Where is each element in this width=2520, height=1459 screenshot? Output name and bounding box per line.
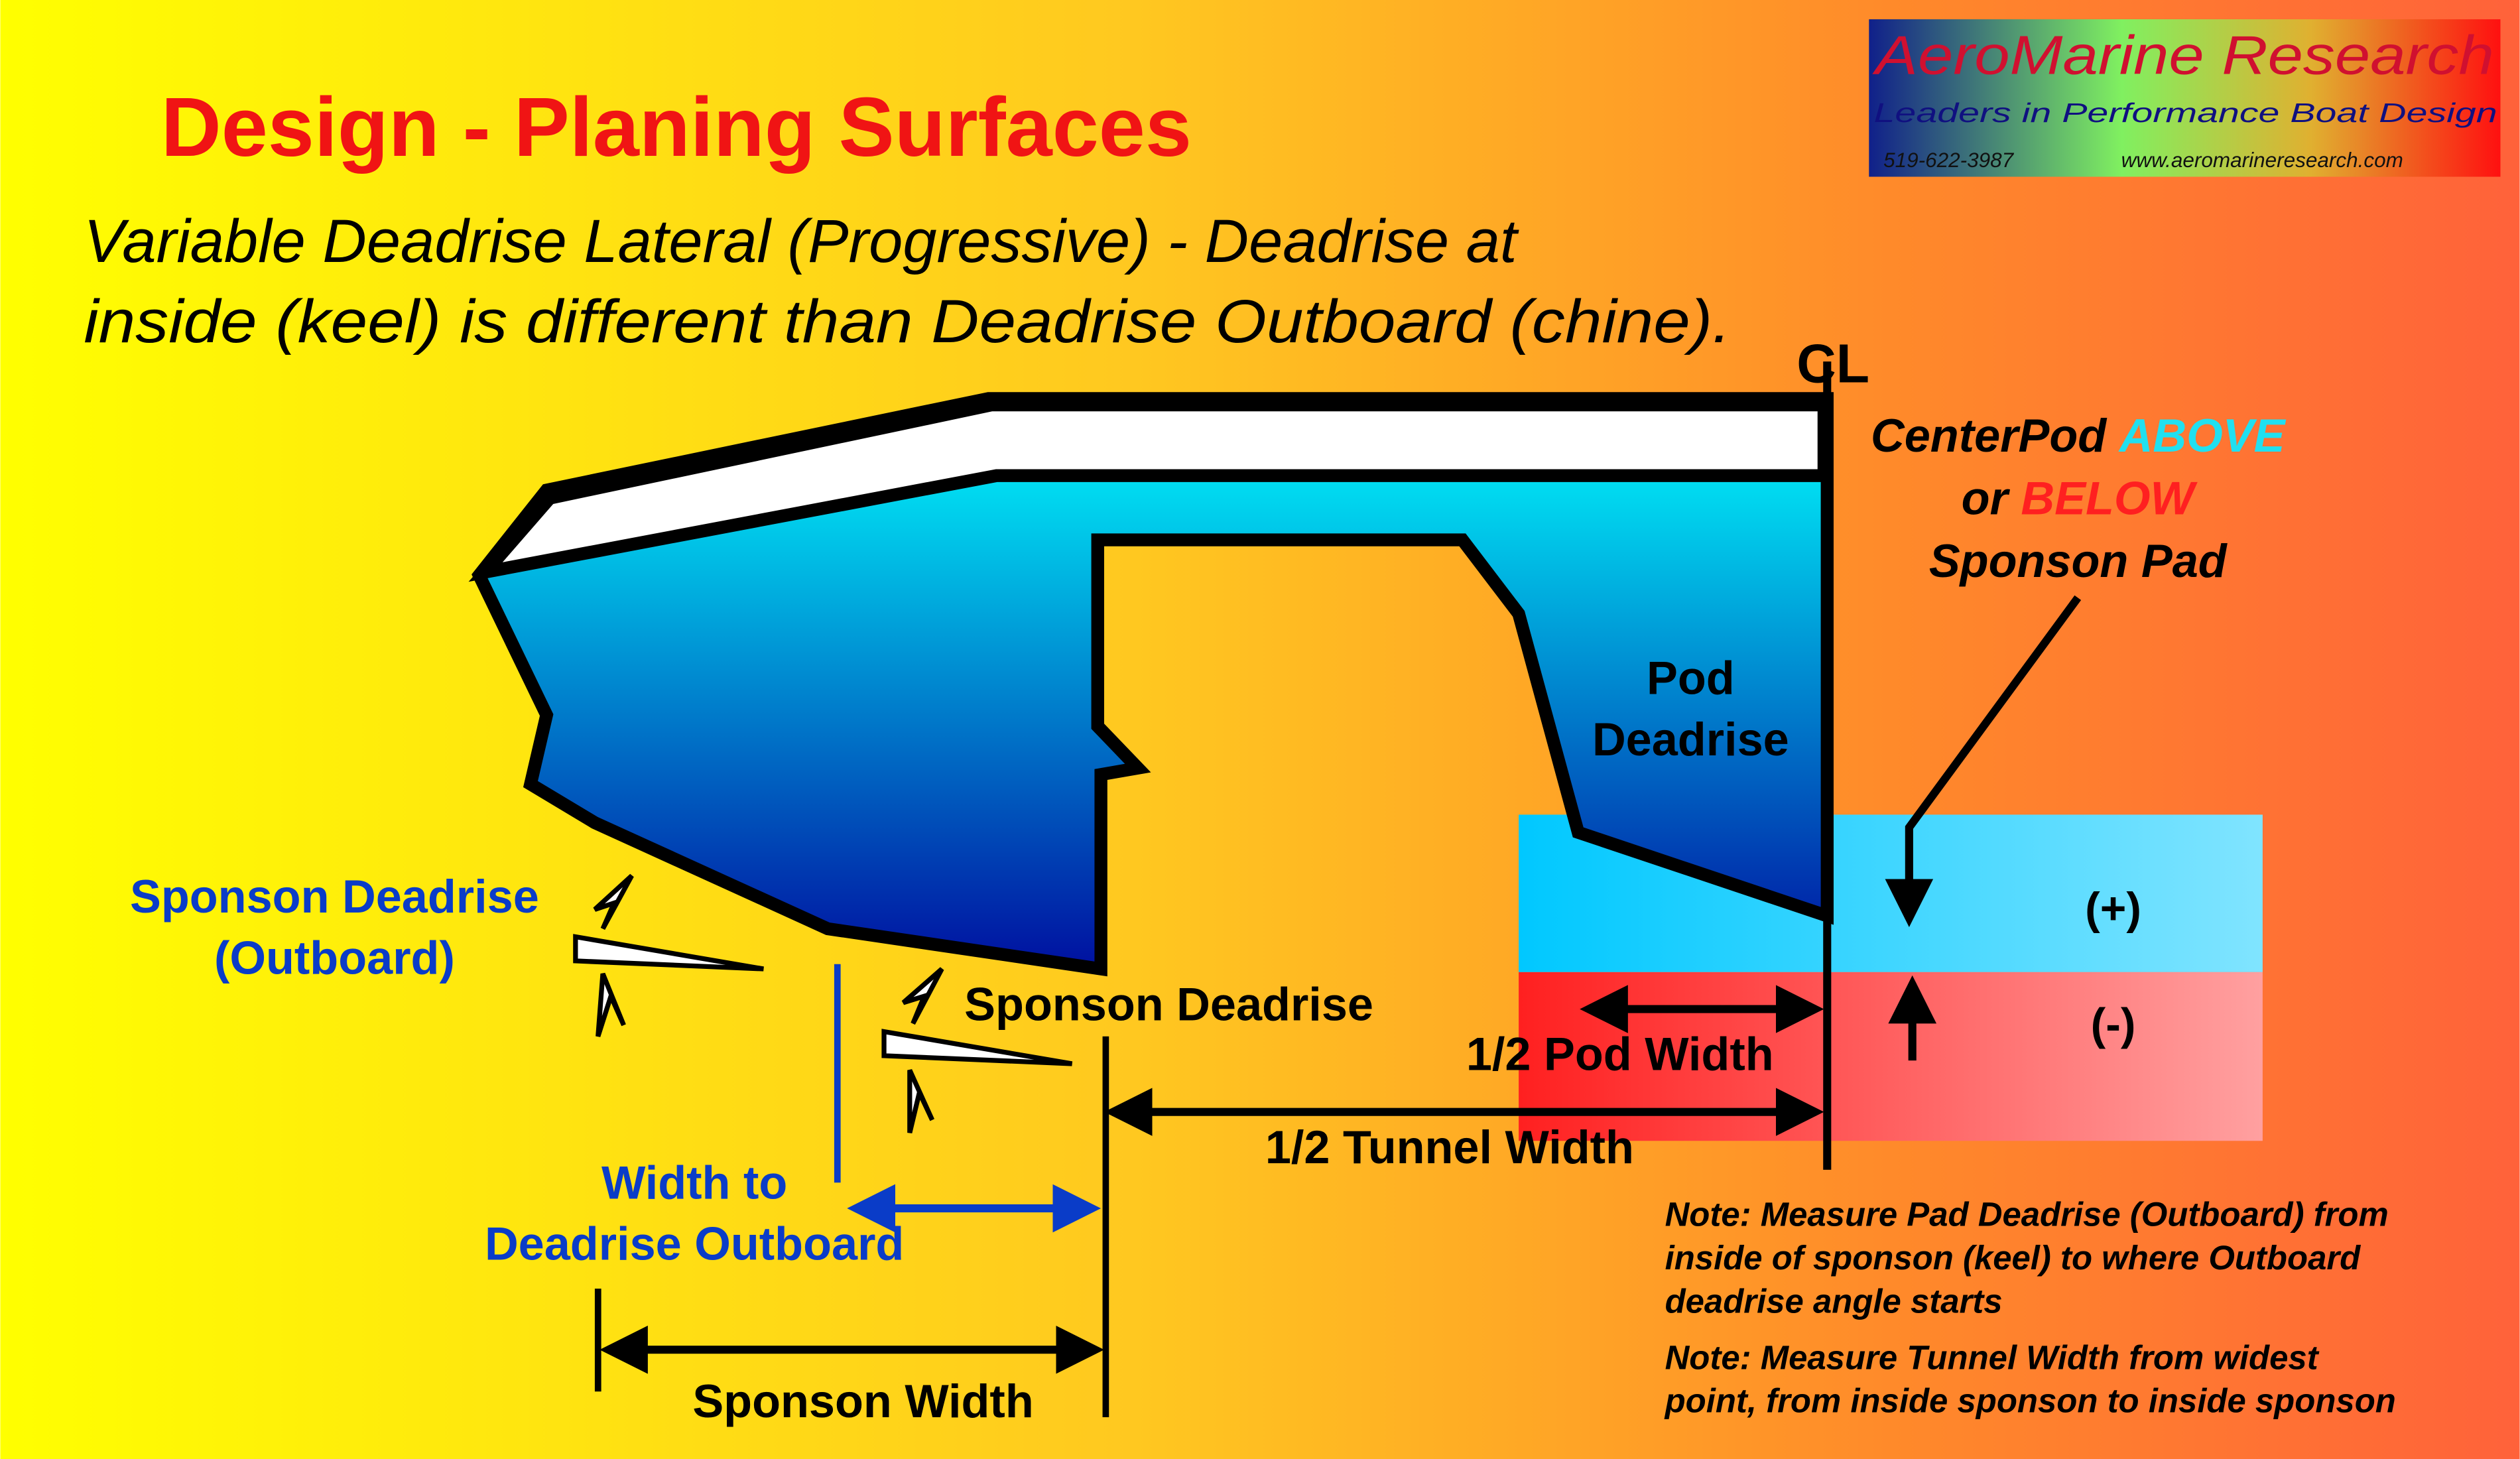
svg-text:deadrise angle starts: deadrise angle starts (1665, 1283, 2003, 1320)
pointer-arrow (1885, 595, 2082, 928)
half-tunnel-width-label: 1/2 Tunnel Width (1265, 1121, 1634, 1173)
sponson-deadrise-outboard-label-2: (Outboard) (214, 931, 455, 983)
half-pod-width-label: 1/2 Pod Width (1466, 1028, 1774, 1080)
note-pad-deadrise: Note: Measure Pad Deadrise (Outboard) fr… (1665, 1196, 2389, 1320)
outboard-deadrise-angle-icon (573, 873, 764, 1037)
company-logo[interactable]: AeroMarine Research Leaders in Performan… (1869, 19, 2501, 177)
note-tunnel-width: Note: Measure Tunnel Width from widest p… (1664, 1338, 2396, 1419)
svg-text:point, from inside sponson to: point, from inside sponson to inside spo… (1664, 1382, 2396, 1420)
sponson-width-label: Sponson Width (692, 1375, 1033, 1427)
centerpod-line-3: Sponson Pad (1929, 535, 2228, 587)
subtitle-line-1: Variable Deadrise Lateral (Progressive) … (84, 207, 1519, 275)
width-to-label-2: Deadrise Outboard (485, 1218, 904, 1270)
sponson-deadrise-angle-icon (881, 967, 1073, 1133)
subtitle-line-2: inside (keel) is different than Deadrise… (84, 287, 1730, 355)
sponson-deadrise-outboard-label-1: Sponson Deadrise (130, 870, 539, 922)
plus-label: (+) (2085, 884, 2141, 934)
above-label: ABOVE (2118, 409, 2287, 462)
minus-label: (-) (2091, 1000, 2136, 1050)
svg-text:Note: Measure Tunnel Width fro: Note: Measure Tunnel Width from widest (1665, 1338, 2320, 1376)
logo-name: AeroMarine Research (1871, 25, 2494, 86)
centerline-symbol: CL (1796, 334, 1869, 395)
pod-deadrise-label: Deadrise (1592, 713, 1789, 765)
svg-text:inside of sponson (keel) to wh: inside of sponson (keel) to where Outboa… (1665, 1239, 2362, 1277)
pod-label: Pod (1647, 652, 1735, 704)
logo-tagline: Leaders in Performance Boat Design (1874, 97, 2497, 128)
centerpod-line-1: CenterPod ABOVE (1871, 409, 2287, 462)
width-to-label-1: Width to (601, 1156, 787, 1208)
svg-text:Note: Measure Pad Deadrise (Ou: Note: Measure Pad Deadrise (Outboard) fr… (1665, 1196, 2389, 1234)
logo-phone: 519-622-3987 (1883, 148, 2015, 172)
page-title: Design - Planing Surfaces (161, 80, 1192, 174)
logo-website: www.aeromarineresearch.com (2121, 148, 2403, 172)
below-label: BELOW (2021, 472, 2198, 524)
centerpod-line-2: or BELOW (1962, 472, 2198, 524)
sponson-deadrise-label: Sponson Deadrise (964, 978, 1373, 1031)
